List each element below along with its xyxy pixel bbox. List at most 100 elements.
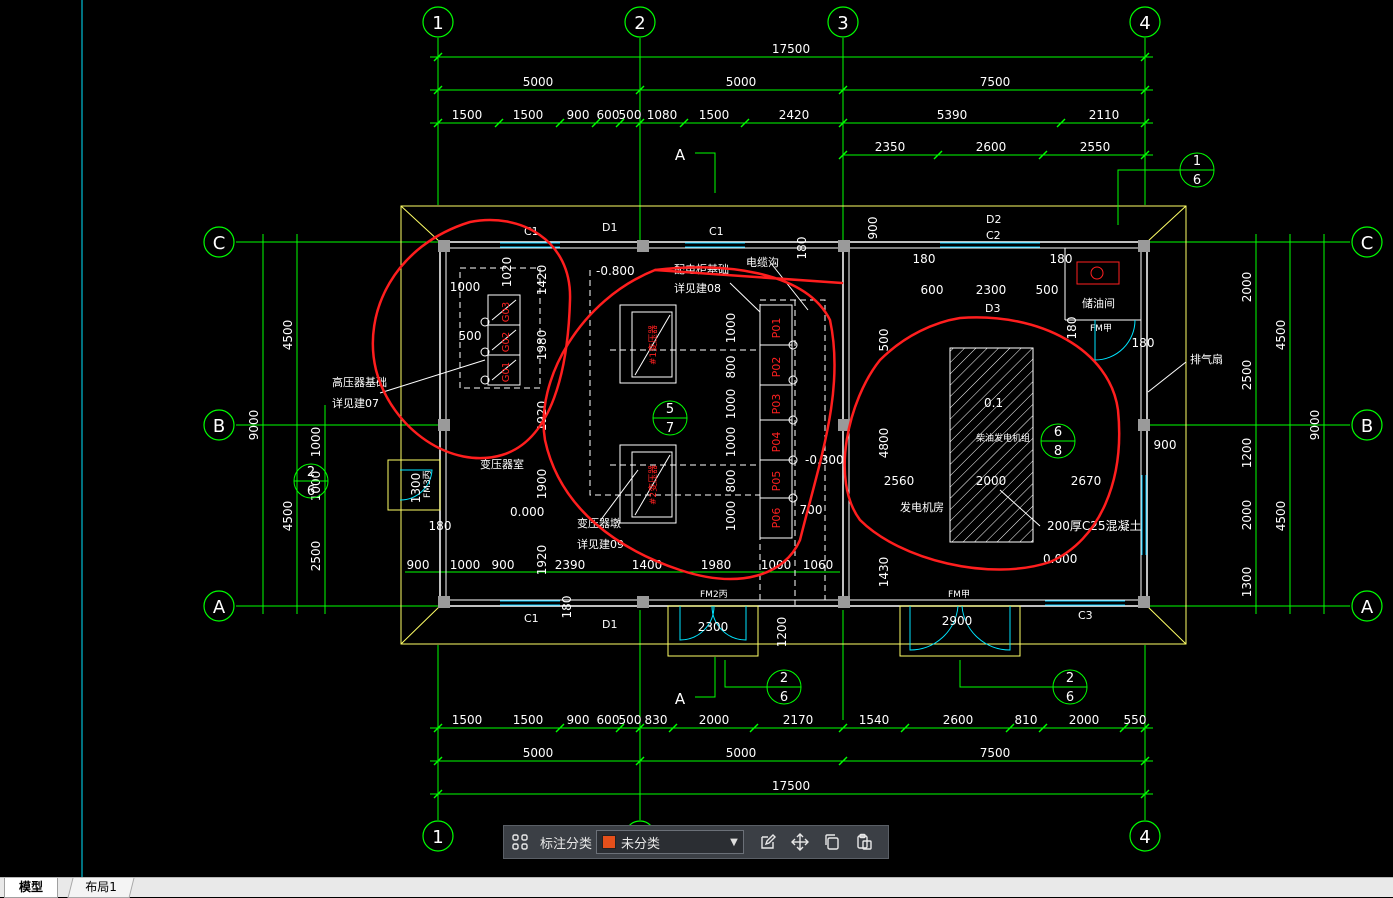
dim-left-3: 1000 [309, 427, 323, 458]
dim-bottom-detail-9: 2600 [943, 713, 974, 727]
windows [500, 242, 1147, 606]
callout-2-6c-top: 2 [1066, 671, 1074, 686]
dim-int-15: 1060 [803, 558, 834, 572]
lv-cabinet-labels: P01 P02 P03 P04 P05 P06 [770, 318, 783, 529]
dim-int-33: 180 [429, 519, 452, 533]
hv-cabinets [480, 294, 521, 386]
door-d2-label: D2 [986, 213, 1001, 226]
callout-6-8-top: 6 [1054, 425, 1062, 440]
dim-int-20: 800 [724, 470, 738, 493]
dim-int-2: 1420 [535, 265, 549, 296]
callout-2-6c-bottom: 6 [1066, 690, 1074, 705]
dimension-texts: 17500 5000 5000 7500 1500 1500 900 600 5… [452, 42, 1147, 793]
dim-int-18: 1000 [724, 389, 738, 420]
grid-label-4-bottom: 4 [1139, 827, 1150, 848]
dim-bottom-detail-4: 500 [619, 713, 642, 727]
transformers [619, 304, 677, 524]
vertical-dimension-texts: 4500 4500 9000 1000 1000 2500 2000 2500 … [247, 272, 1322, 598]
section-mark-top: A [675, 146, 686, 164]
dim-int-17: 800 [724, 356, 738, 379]
dimension-ticks [433, 52, 1150, 799]
dim-left-1: 4500 [281, 501, 295, 532]
dim-top-mid-2: 7500 [980, 75, 1011, 89]
dim-int-40: 1430 [877, 557, 891, 588]
dim-int-3: 1980 [535, 330, 549, 361]
leader-lines [379, 261, 1187, 527]
dim-bottom-detail-7: 2170 [783, 713, 814, 727]
dim-bottom-detail-11: 2000 [1069, 713, 1100, 727]
dim-right-2: 1200 [1240, 438, 1254, 469]
dim-int-9: 1000 [450, 558, 481, 572]
move-icon[interactable] [787, 829, 813, 855]
dim-int-10: 900 [492, 558, 515, 572]
grid-label-1-bottom: 1 [432, 827, 443, 848]
dim-top-detail-0: 1500 [452, 108, 483, 122]
grid-bubble-labels: 1 2 3 4 1 2 4 C B A C B A [213, 13, 1374, 848]
tab-layout1[interactable]: 布局1 [67, 878, 135, 898]
annotation-labels: D1 D2 D3 D1 C1 C1 C2 C1 C3 -0.800 -0.300… [332, 213, 1223, 631]
fm-a-label: FM甲 [1090, 323, 1112, 334]
callout-1-6-bottom: 6 [1193, 173, 1201, 188]
dim-int-38: 500 [877, 329, 891, 352]
dim-left-2: 9000 [247, 410, 261, 441]
dim-int-26: 600 [921, 283, 944, 297]
paste-icon[interactable] [851, 829, 877, 855]
dim-bottom-mid-0: 5000 [523, 746, 554, 760]
oil-tank-circle [1090, 266, 1104, 280]
dim-top-detail-3: 600 [597, 108, 620, 122]
dim-int-32: 180 [1132, 336, 1155, 350]
dim-int-29: 180 [795, 237, 809, 260]
grid-label-2-top: 2 [634, 13, 645, 34]
dim-int-21: 1000 [724, 501, 738, 532]
dim-int-28: 500 [1036, 283, 1059, 297]
dim-bottom-detail-0: 1500 [452, 713, 483, 727]
level-0-a: 0.000 [510, 505, 544, 519]
transformer-1-label: #1变压器 [647, 325, 659, 365]
dim-int-7: 1900 [535, 469, 549, 500]
callout-2-6b-bottom: 6 [780, 690, 788, 705]
callout-2-6b-top: 2 [780, 671, 788, 686]
section-mark-bottom: A [675, 690, 686, 708]
tab-model[interactable]: 模型 [4, 878, 59, 898]
grid-label-c-left: C [213, 233, 226, 254]
dim-bottom-detail-8: 1540 [859, 713, 890, 727]
grid-select-icon[interactable] [507, 829, 533, 855]
dim-int-12: 1400 [632, 558, 663, 572]
dim-int-23: 2300 [698, 620, 729, 634]
columns [438, 240, 1150, 608]
dim-int-37: 900 [1154, 438, 1177, 452]
callout-bubbles [293, 152, 1215, 705]
cable-trench-label: 电缆沟 [746, 256, 779, 269]
hv-note-2: 详见建07 [332, 396, 379, 410]
dim-top-detail-9: 2110 [1089, 108, 1120, 122]
cad-drawing-canvas[interactable]: 1 2 3 4 1 2 4 C B A C B A [0, 0, 1393, 877]
dim-right-7: 9000 [1308, 410, 1322, 441]
annotation-category-select[interactable]: 未分类 ▼ [596, 830, 745, 854]
dim-int-13: 1980 [701, 558, 732, 572]
edit-icon[interactable] [755, 829, 781, 855]
markup-transformer-room [542, 266, 844, 581]
level-01: 0.1 [984, 396, 1003, 410]
grid-label-1-top: 1 [432, 13, 443, 34]
dim-top-detail-8: 5390 [937, 108, 968, 122]
dim-int-44: 1300 [409, 473, 423, 504]
transformer-room-label: 变压器室 [480, 457, 524, 471]
door-d1b-label: D1 [602, 618, 617, 631]
dim-bottom-detail-6: 2000 [699, 713, 730, 727]
dim-top-total: 17500 [772, 42, 810, 56]
copy-icon[interactable] [819, 829, 845, 855]
callout-2-6a-top: 2 [307, 465, 315, 480]
door-d3-label: D3 [985, 302, 1000, 315]
callout-6-8-bottom: 8 [1054, 444, 1062, 459]
dim-right-5: 4500 [1274, 320, 1288, 351]
dim-int-25: 2900 [942, 614, 973, 628]
lv-cabinet-p01: P01 [770, 318, 783, 339]
lv-cabinet-p03: P03 [770, 394, 783, 415]
grid-label-b-right: B [1361, 416, 1373, 437]
dim-int-31: 180 [1050, 252, 1073, 266]
dim-top-detail-4: 500 [619, 108, 642, 122]
dim-right-1: 2500 [1240, 360, 1254, 391]
annotation-category-label: 标注分类 [540, 836, 593, 852]
dim-int-19: 1000 [724, 427, 738, 458]
generator-room-label: 发电机房 [900, 500, 944, 514]
